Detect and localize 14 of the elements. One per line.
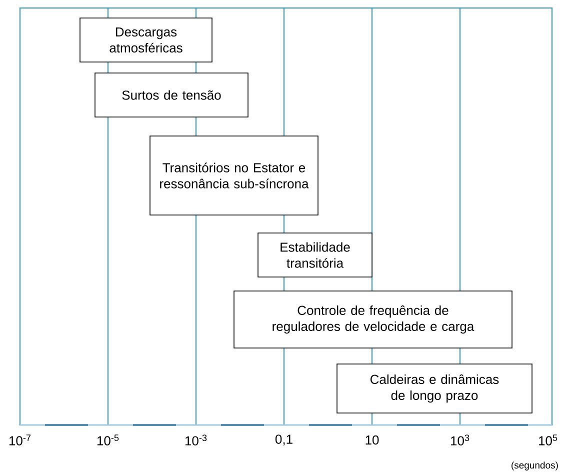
tick-label: 10 bbox=[366, 435, 379, 445]
process-box: Caldeiras e dinâmicas de longo prazo bbox=[336, 364, 532, 414]
tick-label: 10$^{-3}$ bbox=[185, 434, 207, 446]
tick-label: 10$^{-5}$ bbox=[97, 434, 119, 446]
tick-label: 10$^{-7}$ bbox=[9, 434, 31, 446]
tick-label: 10$^{3}$ bbox=[450, 434, 470, 446]
process-box: Estabilidade transitória bbox=[258, 232, 372, 278]
process-box: Surtos de tensão bbox=[94, 72, 248, 118]
process-box: Controle de frequência de reguladores de velocidade e carga bbox=[234, 290, 512, 348]
tick-label: 10$^{5}$ bbox=[538, 434, 558, 446]
process-box: Transitórios no Estator e ressonância sub-síncrona bbox=[150, 136, 318, 216]
unit-label: (segundos) bbox=[512, 462, 558, 470]
process-box: Descargas atmosféricas bbox=[80, 18, 212, 62]
tick-label: 0,1 bbox=[275, 434, 292, 446]
